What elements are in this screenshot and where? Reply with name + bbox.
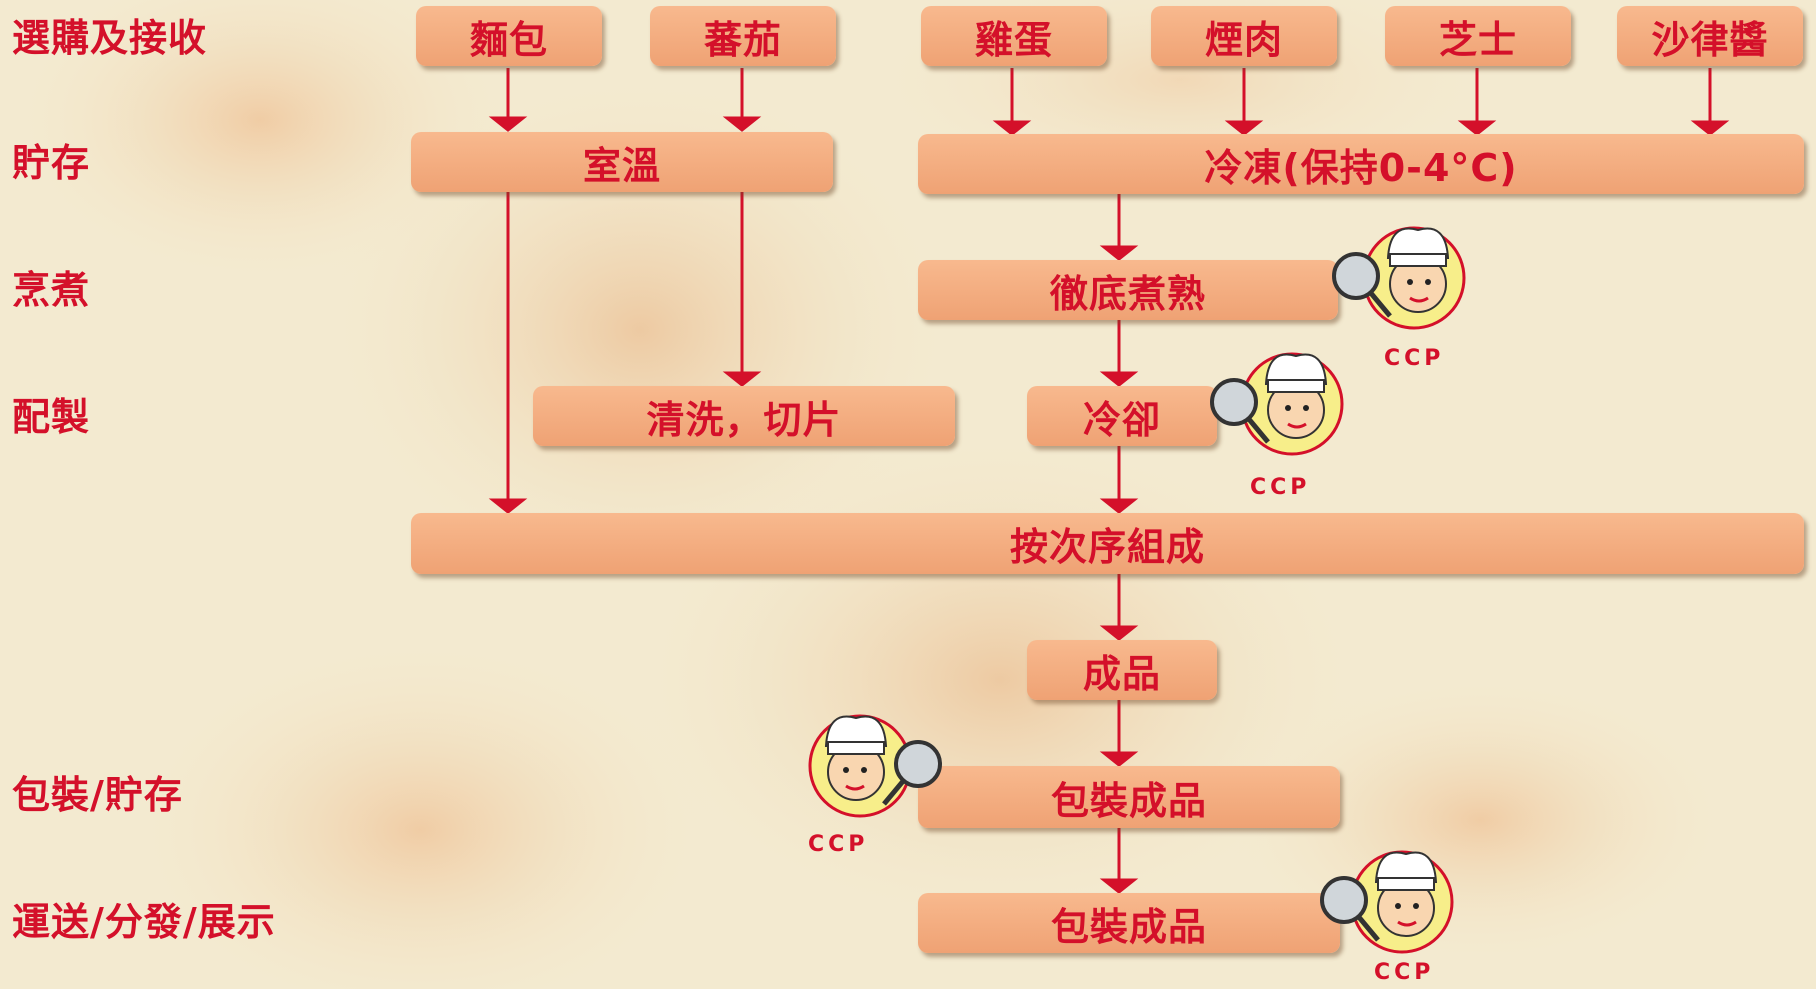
ingredient-bacon-box: 煙肉 xyxy=(1151,6,1337,66)
ingredient-bread-box: 麵包 xyxy=(416,6,602,66)
finished-product-box: 成品 xyxy=(1027,640,1217,700)
stage-packaging-label: 包裝/貯存 xyxy=(12,773,183,817)
cool-box: 冷卻 xyxy=(1027,386,1217,446)
stage-delivery-label: 運送/分發/展示 xyxy=(12,900,276,944)
stage-purchase-label: 選購及接收 xyxy=(12,16,208,60)
wash-slice-box: 清洗，切片 xyxy=(533,386,955,446)
assemble-box: 按次序組成 xyxy=(411,513,1804,574)
ccp-chef-icon xyxy=(1320,850,1454,954)
ingredient-cheese-box: 芝士 xyxy=(1385,6,1571,66)
ccp-label: CCP xyxy=(808,832,869,857)
ccp-chef-icon xyxy=(1332,226,1466,330)
room-temperature-box: 室溫 xyxy=(411,132,833,192)
ingredient-tomato-box: 蕃茄 xyxy=(650,6,836,66)
stage-preparation-label: 配製 xyxy=(12,395,91,439)
package-product-box: 包裝成品 xyxy=(918,766,1340,828)
cold-storage-box: 冷凍(保持0-4°C) xyxy=(918,134,1804,194)
ccp-chef-icon xyxy=(1210,352,1344,456)
stage-storage-label: 貯存 xyxy=(12,141,91,185)
package-delivery-box: 包裝成品 xyxy=(918,893,1340,953)
ccp-label: CCP xyxy=(1384,346,1445,371)
stage-cooking-label: 烹煮 xyxy=(12,268,91,312)
ingredient-mayo-box: 沙律醬 xyxy=(1617,6,1803,66)
ccp-label: CCP xyxy=(1250,475,1311,500)
ccp-chef-icon xyxy=(808,714,942,818)
ingredient-egg-box: 雞蛋 xyxy=(921,6,1107,66)
ccp-label: CCP xyxy=(1374,960,1435,985)
cook-thoroughly-box: 徹底煮熟 xyxy=(918,260,1338,320)
